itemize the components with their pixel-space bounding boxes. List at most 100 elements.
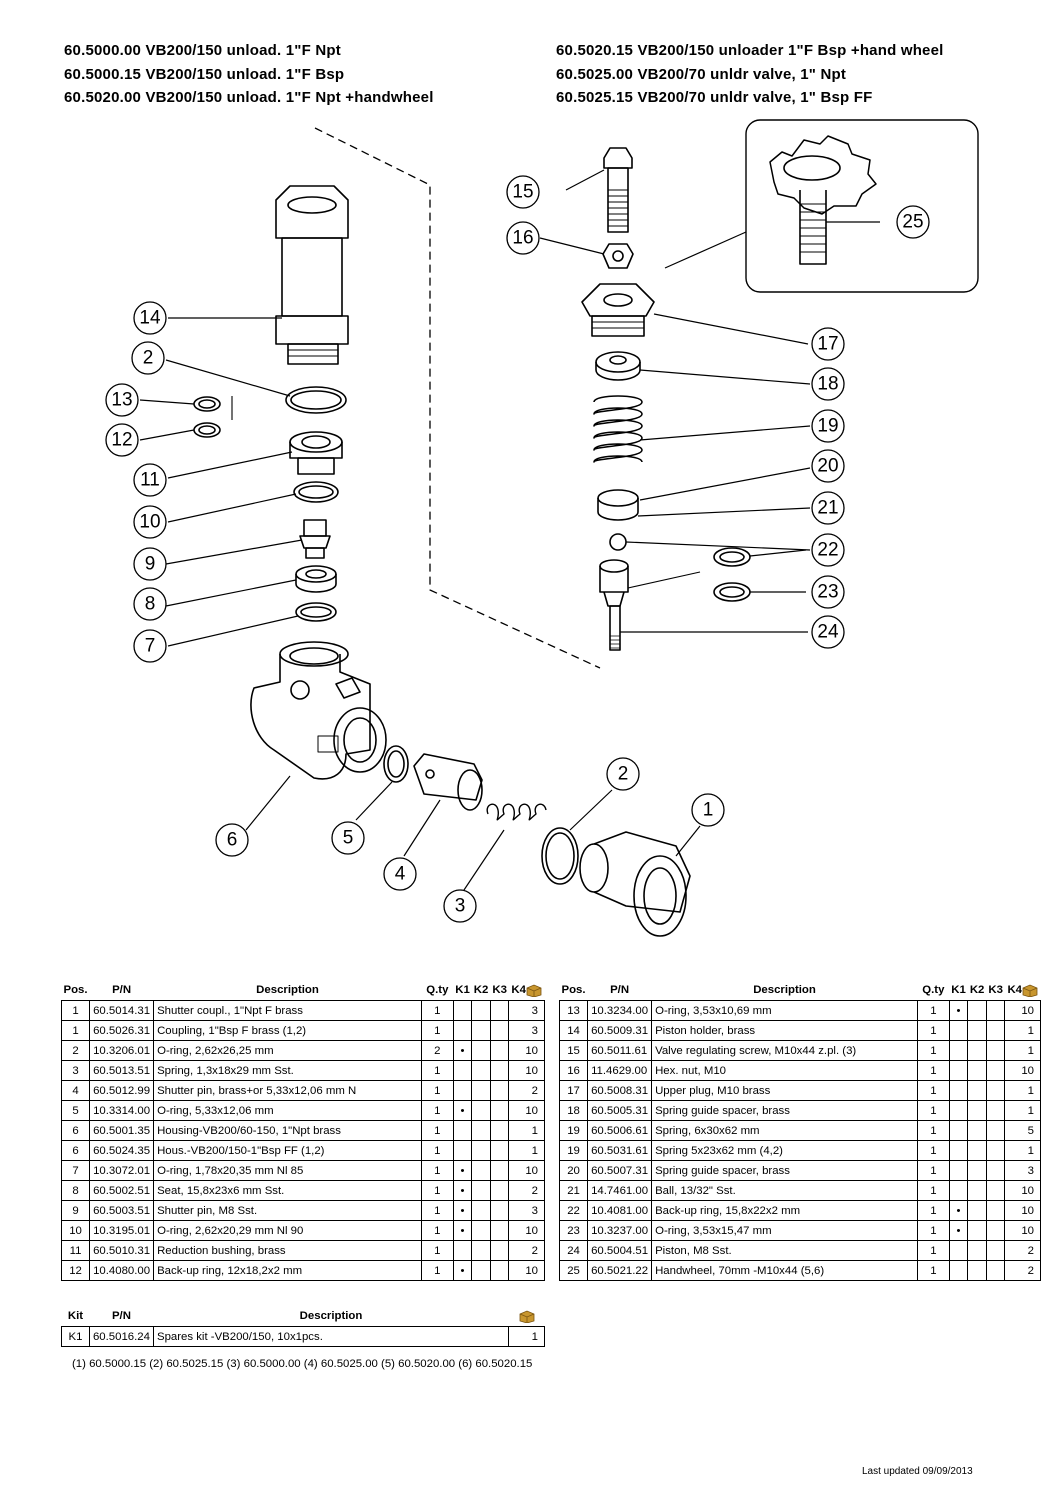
coupling-part-1: [579, 831, 691, 937]
part-box-qty: 1: [508, 1140, 545, 1161]
part-description: O-ring, 3,53x15,47 mm: [651, 1220, 918, 1241]
part-box-qty: 10: [508, 1160, 545, 1181]
part-pos: 12: [60, 1260, 91, 1281]
callout-5: 5: [343, 828, 354, 849]
part-k3: [489, 1200, 510, 1221]
part-pos: 11: [60, 1240, 91, 1261]
part-box-qty: 10: [508, 1060, 545, 1081]
housing-part-6: [250, 641, 387, 780]
spring-guide-part-20: [597, 489, 639, 521]
part-pos: 8: [60, 1180, 91, 1201]
kit-desc: Spares kit -VB200/150, 10x1pcs.: [152, 1326, 510, 1347]
part-k1: [948, 1180, 969, 1201]
part-pos: 6: [60, 1140, 91, 1161]
part-description: Hous.-VB200/150-1"Bsp FF (1,2): [153, 1140, 422, 1161]
callout-1: 1: [703, 800, 714, 821]
part-k2: [471, 1180, 491, 1201]
callout-2-lower: 2: [618, 764, 629, 785]
part-box-qty: 3: [1004, 1160, 1041, 1181]
part-k3: [985, 1080, 1006, 1101]
part-box-qty: 10: [1004, 1000, 1041, 1021]
part-box-qty: 10: [508, 1100, 545, 1121]
part-number: 60.5024.35: [89, 1140, 155, 1161]
callout-11: 11: [140, 470, 160, 491]
part-description: Spring guide spacer, brass: [651, 1160, 918, 1181]
callout-4: 4: [395, 864, 406, 885]
col-pos: Pos.: [63, 984, 88, 996]
part-k3: [985, 1200, 1006, 1221]
col-k2: K2: [473, 984, 489, 996]
nut-part-16: [602, 243, 634, 269]
callout-16: 16: [512, 228, 533, 249]
kit-box-qty: 1: [508, 1326, 545, 1347]
title-left-2: 60.5000.15 VB200/150 unload. 1"F Bsp: [64, 66, 345, 83]
part-number: 60.5009.31: [587, 1020, 653, 1041]
title-right-3: 60.5025.15 VB200/70 unldr valve, 1" Bsp …: [556, 89, 873, 106]
part-pos: 7: [60, 1160, 91, 1181]
part-number: 60.5026.31: [89, 1020, 155, 1041]
part-box-qty: 10: [1004, 1060, 1041, 1081]
part-k1: •: [452, 1180, 473, 1201]
part-k3: [489, 1240, 510, 1261]
part-number: 60.5007.31: [587, 1160, 653, 1181]
part-qty: 1: [916, 1060, 950, 1081]
col-pos: Pos.: [561, 984, 586, 996]
part-k2: [471, 1240, 491, 1261]
part-description: O-ring, 5,33x12,06 mm: [153, 1100, 422, 1121]
spacer-part-18: [595, 351, 641, 381]
part-k3: [985, 1120, 1006, 1141]
part-box-qty: 10: [1004, 1180, 1041, 1201]
part-number: 10.4081.00: [587, 1200, 653, 1221]
callout-7: 7: [145, 636, 156, 657]
callout-24: 24: [817, 622, 839, 643]
part-k3: [489, 1160, 510, 1181]
part-description: Ball, 13/32" Sst.: [651, 1180, 918, 1201]
callout-25: 25: [902, 212, 923, 233]
part-pos: 2: [60, 1040, 91, 1061]
title-right-1: 60.5020.15 VB200/150 unloader 1"F Bsp +h…: [556, 42, 944, 59]
part-k1: •: [452, 1040, 473, 1061]
part-k3: [985, 1160, 1006, 1181]
part-k1: [948, 1060, 969, 1081]
part-qty: 1: [916, 1200, 950, 1221]
part-pos: 19: [558, 1140, 589, 1161]
part-qty: 1: [420, 1060, 454, 1081]
part-k3: [489, 1220, 510, 1241]
part-k1: •: [452, 1220, 473, 1241]
title-left-1: 60.5000.00 VB200/150 unload. 1"F Npt: [64, 42, 341, 59]
callout-22: 22: [817, 540, 838, 561]
part-box-qty: 3: [508, 1020, 545, 1041]
col-pn: P/N: [112, 984, 132, 996]
part-k3: [985, 1220, 1006, 1241]
part-pos: 19: [558, 1120, 589, 1141]
part-k1: [948, 1020, 969, 1041]
col-qty: Q.ty: [426, 984, 449, 996]
part-description: Back-up ring, 12x18,2x2 mm: [153, 1260, 422, 1281]
part-pos: 15: [558, 1040, 589, 1061]
part-box-qty: 3: [508, 1000, 545, 1021]
part-box-qty: 2: [508, 1240, 545, 1261]
part-box-qty: 2: [1004, 1260, 1041, 1281]
part-description: Housing-VB200/60-150, 1"Npt brass: [153, 1120, 422, 1141]
part-description: Shutter pin, M8 Sst.: [153, 1200, 422, 1221]
part-k3: [489, 1000, 510, 1021]
part-description: Spring, 6x30x62 mm: [651, 1120, 918, 1141]
part-k1: •: [452, 1200, 473, 1221]
part-description: O-ring, 1,78x20,35 mm Nl 85: [153, 1160, 422, 1181]
part-box-qty: 2: [1004, 1240, 1041, 1261]
part-number: 60.5031.61: [587, 1140, 653, 1161]
part-number: 10.3195.01: [89, 1220, 155, 1241]
part-description: Piston holder, brass: [651, 1020, 918, 1041]
part-number: 14.7461.00: [587, 1180, 653, 1201]
part-qty: 1: [420, 1140, 454, 1161]
callout-13: 13: [111, 390, 132, 411]
